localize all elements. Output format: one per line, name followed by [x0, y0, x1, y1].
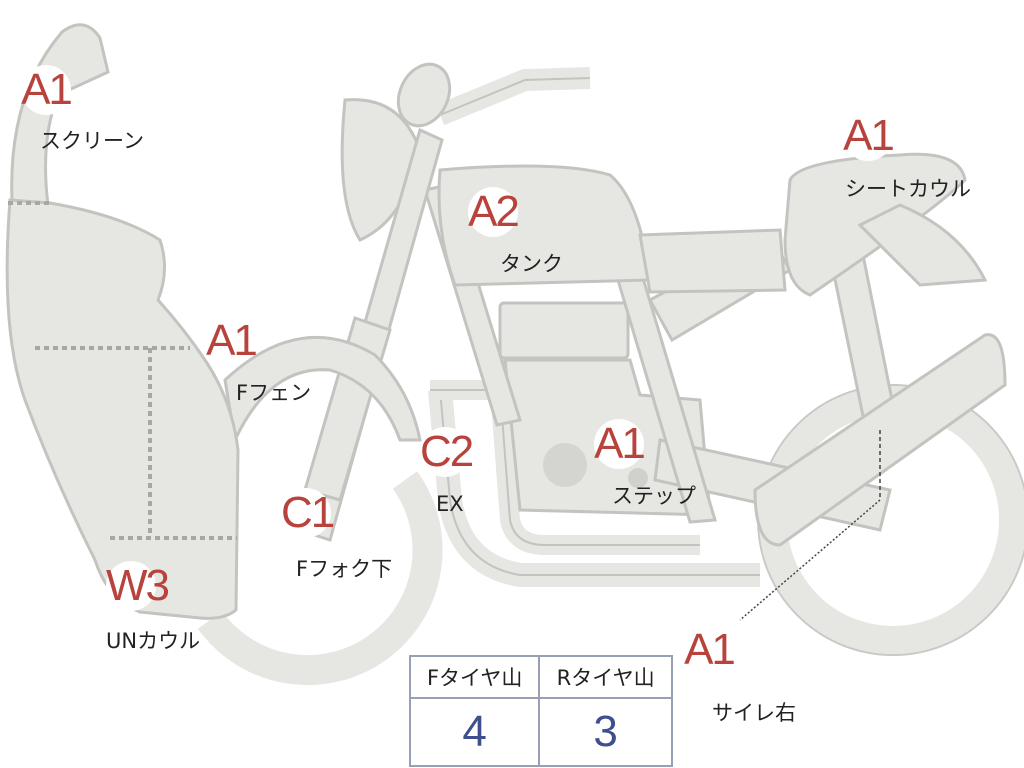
front-tire-header: Fタイヤ山 — [408, 655, 541, 699]
mirror — [396, 62, 452, 128]
part-label: Fフォク下 — [296, 557, 393, 581]
part-label: シートカウル — [845, 177, 971, 201]
grade-badge: W3 — [106, 561, 170, 611]
headlight — [340, 98, 422, 242]
screen — [10, 23, 110, 207]
part-label: スクリーン — [40, 129, 144, 153]
front-fender — [223, 336, 422, 446]
front-tire-value: 4 — [408, 697, 541, 767]
part-label: UNカウル — [106, 629, 201, 653]
part-label: Fフェン — [236, 381, 312, 405]
engine-cover — [543, 443, 587, 487]
rear-tire-header: Rタイヤ山 — [538, 655, 673, 699]
grade-badge: A1 — [684, 625, 736, 675]
grade-badge: A1 — [843, 111, 895, 161]
tire-tread-table: Fタイヤ山 Rタイヤ山 4 3 — [408, 655, 673, 767]
seat — [638, 228, 787, 294]
part-label: サイレ右 — [712, 701, 796, 725]
under-cowl — [5, 198, 240, 620]
grade-badge: A1 — [206, 316, 258, 366]
grade-badge: A2 — [468, 187, 520, 237]
part-label: タンク — [500, 252, 563, 276]
grade-badge: C2 — [420, 427, 474, 477]
part-label: ステップ — [612, 484, 696, 508]
grade-badge: C1 — [281, 488, 335, 538]
rear-tire-value: 3 — [538, 697, 673, 767]
part-label: EX — [436, 492, 464, 516]
front-wheel — [197, 471, 443, 685]
grade-badge: A1 — [21, 65, 73, 115]
grade-badge: A1 — [594, 419, 646, 469]
engine-head — [498, 301, 630, 360]
